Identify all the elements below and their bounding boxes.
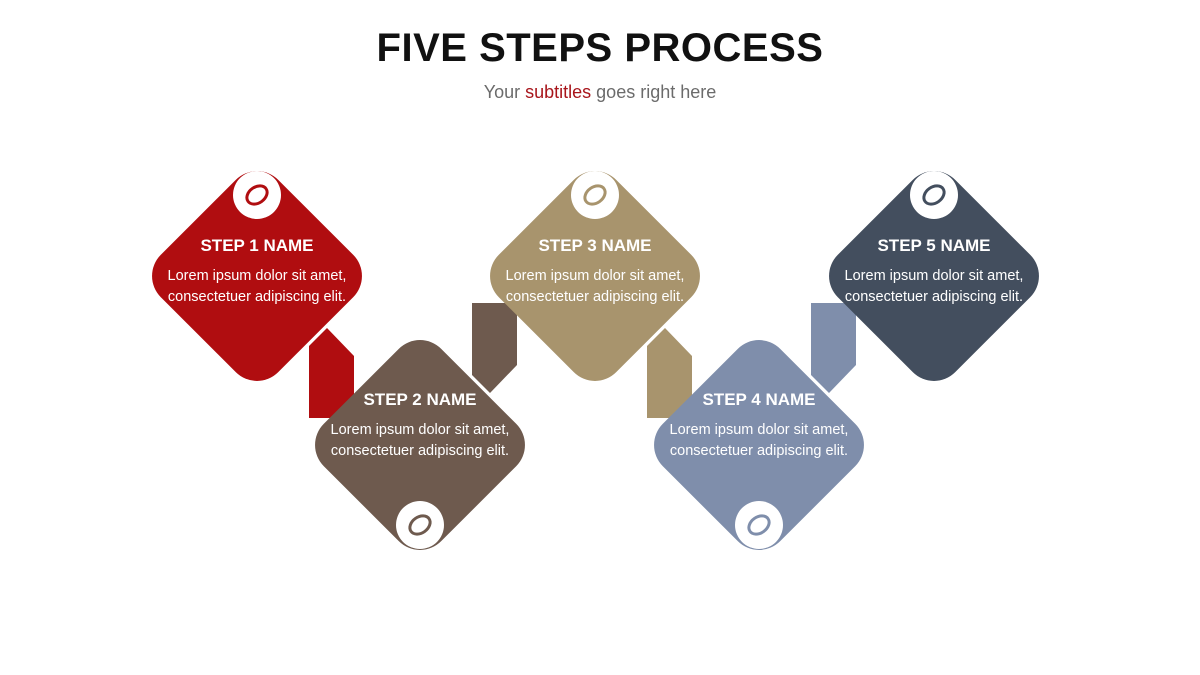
step-3-label: STEP 3 NAME Lorem ipsum dolor sit amet, … [505,235,685,307]
step-2-icon-circle [396,501,444,549]
ring-icon [408,514,432,536]
step-1-arrow [309,328,354,418]
subtitle-prefix: Your [483,82,526,102]
ring-icon [245,184,269,206]
step-3-title: STEP 3 NAME [538,236,652,255]
ring-icon [583,184,607,206]
step-3-icon-circle [571,171,619,219]
step-2-shape [315,303,525,550]
step-5-icon-circle [910,171,958,219]
step-4-diamond [654,340,864,550]
step-4-label: STEP 4 NAME Lorem ipsum dolor sit amet, … [669,389,849,461]
ring-icon [747,514,771,536]
step-3-arrow [647,328,692,418]
step-5-label: STEP 5 NAME Lorem ipsum dolor sit amet, … [844,235,1024,307]
subtitle-highlight: subtitles [525,82,592,102]
subtitle-suffix: goes right here [591,82,717,102]
step-3-diamond [490,171,700,381]
step-3-shape [490,171,700,418]
step-5-title: STEP 5 NAME [877,236,991,255]
step-1-title: STEP 1 NAME [200,236,314,255]
page-subtitle: Your subtitles goes right here [0,82,1200,103]
step-5-description: Lorem ipsum dolor sit amet, consectetuer… [844,268,1024,305]
step-2-title: STEP 2 NAME [363,390,477,409]
step-4-arrow [811,303,856,393]
step-4-icon-circle [735,501,783,549]
step-1-icon-circle [233,171,281,219]
step-5-diamond [829,171,1039,381]
step-2-description: Lorem ipsum dolor sit amet, consectetuer… [330,422,510,459]
step-1-description: Lorem ipsum dolor sit amet, consectetuer… [167,268,347,305]
step-1-shape [152,171,362,418]
step-3-description: Lorem ipsum dolor sit amet, consectetuer… [505,268,685,305]
page-title: FIVE STEPS PROCESS [376,26,824,70]
step-1-diamond [152,171,362,381]
step-5-shape [829,171,1039,381]
step-2-label: STEP 2 NAME Lorem ipsum dolor sit amet, … [330,389,510,461]
step-4-title: STEP 4 NAME [702,390,816,409]
ring-icon [922,184,946,206]
step-4-shape [654,303,864,550]
step-4-description: Lorem ipsum dolor sit amet, consectetuer… [669,422,849,459]
step-1-label: STEP 1 NAME Lorem ipsum dolor sit amet, … [167,235,347,307]
step-2-arrow [472,303,517,393]
step-2-diamond [315,340,525,550]
